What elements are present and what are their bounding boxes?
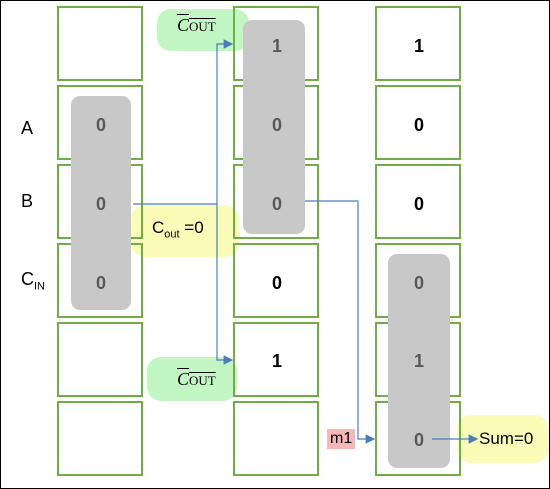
column-1: 0 0 0 [57,6,143,478]
grid-cell [57,322,143,397]
wire-b-to-col2-row5 [216,204,234,365]
cell-value: 0 [95,273,106,293]
cell-value: 0 [95,194,106,214]
cell-value: 0 [413,115,424,135]
grid-cell [57,401,143,476]
grid-cell [233,243,319,318]
cell-value: 0 [413,430,424,450]
row-label-cin: CIN [21,269,45,293]
cout-bar-top-sub: OUT [189,19,216,34]
cell-value: 0 [95,115,106,135]
grid-cell [233,322,319,397]
cell-value: 1 [271,36,282,56]
selection-pill [71,96,131,310]
cell-value: 1 [271,351,282,371]
grid-cell [375,85,461,160]
row-label-cin-sub: IN [34,280,45,293]
row-label-cin-main: C [21,269,34,289]
cout-bar-top-main: C [177,15,190,35]
grid-cell [375,6,461,81]
cout-bar-bottom-sub: OUT [189,373,216,388]
wire-col2-to-m1 [305,200,376,444]
cell-value: 1 [413,351,424,371]
cout-bar-top-label: COUT [177,15,216,36]
cell-value: 0 [413,273,424,293]
cout-bar-bottom-label: COUT [177,369,216,390]
grid-cell [57,6,143,81]
cell-value: 0 [271,115,282,135]
column-3: 1 0 0 0 1 0 [375,6,461,478]
wire-b-to-col2 [133,39,234,205]
cout-bar-bottom-main: C [177,369,190,389]
selection-pill [243,20,305,234]
column-2: 1 0 0 0 1 [233,6,319,478]
cell-value: 0 [271,273,282,293]
m1-label: m1 [327,429,356,449]
cout-eq-highlight [131,205,239,257]
grid-cell [375,164,461,239]
row-label-a: A [21,118,34,138]
row-label-b: B [21,191,34,211]
cout-bottom-highlight [147,357,237,401]
sum-label: Sum=0 [479,429,534,448]
cell-value: 0 [271,194,282,214]
cout-eq-rest: =0 [179,218,204,237]
cell-value: 1 [413,36,424,56]
cell-value: 0 [413,194,424,214]
selection-pill [388,254,450,468]
cout-equals-label: Cout =0 [152,218,204,240]
cout-eq-sub: out [164,228,180,241]
cout-eq-main: C [152,218,165,237]
grid-cell [233,401,319,476]
